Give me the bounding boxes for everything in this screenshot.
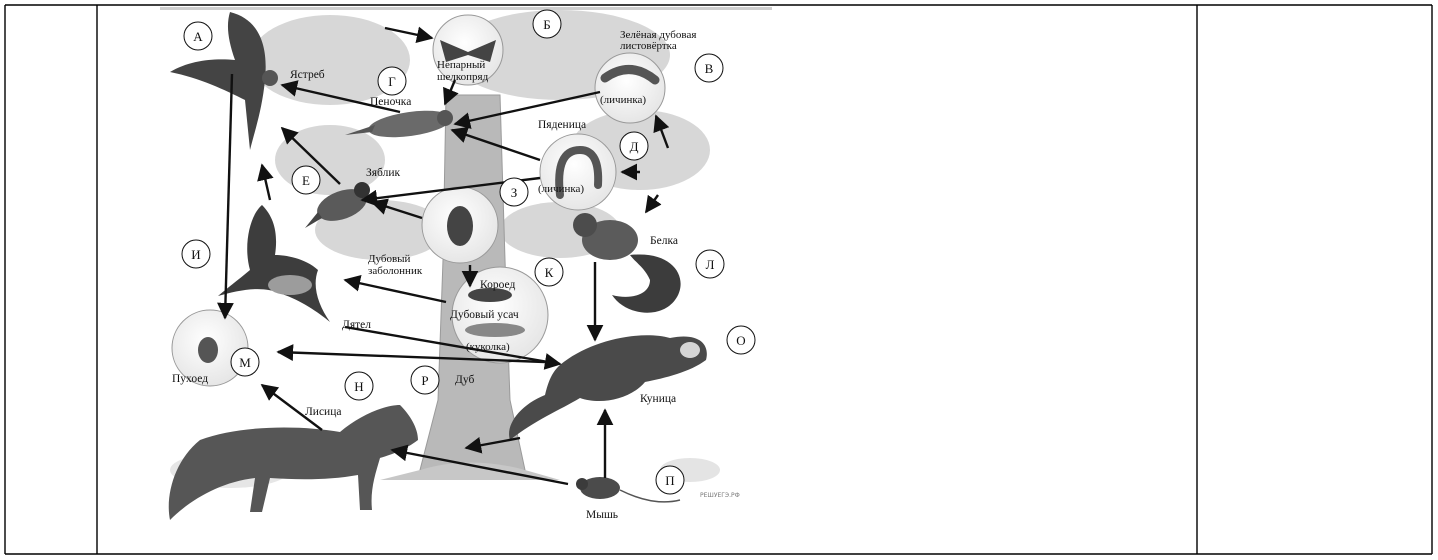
squirrel-illustration xyxy=(573,213,681,313)
svg-text:З: З xyxy=(511,185,518,200)
svg-text:В: В xyxy=(705,61,714,76)
label-inchworm-stage: (личинка) xyxy=(538,183,584,195)
fox-illustration xyxy=(169,405,418,520)
letter-marker-p: П xyxy=(656,466,684,494)
bubble-leaf-roller xyxy=(595,53,665,123)
label-woodpecker: Дятел xyxy=(342,319,371,331)
letter-marker-e: Е xyxy=(292,166,320,194)
svg-text:И: И xyxy=(191,247,200,262)
label-longhorn-beetle-stage: (куколка) xyxy=(466,341,510,353)
food-web-illustration: А Б В Г Д Е З И К Л М Н О Р П Ястреб Неп… xyxy=(160,7,772,521)
label-longhorn-beetle: Дубовый усач xyxy=(450,309,519,321)
bubble-inchworm xyxy=(540,134,616,210)
letter-marker-z: З xyxy=(500,178,528,206)
svg-text:К: К xyxy=(545,265,554,280)
letter-marker-v: В xyxy=(695,54,723,82)
letter-marker-l: Л xyxy=(696,250,724,278)
label-feather-mite: Пухоед xyxy=(172,373,208,385)
svg-text:М: М xyxy=(239,355,251,370)
letter-marker-r: Р xyxy=(411,366,439,394)
letter-marker-n: Н xyxy=(345,372,373,400)
letter-marker-o: О xyxy=(727,326,755,354)
letter-marker-k: К xyxy=(535,258,563,286)
bubble-oak-sapwood-beetle xyxy=(422,187,498,263)
marten-illustration xyxy=(509,335,707,440)
svg-text:Р: Р xyxy=(421,373,428,388)
svg-text:Б: Б xyxy=(543,17,550,32)
letter-marker-a: А xyxy=(184,22,212,50)
label-oak: Дуб xyxy=(455,374,474,386)
label-inchworm: Пяденица xyxy=(538,119,586,131)
letter-marker-d: Д xyxy=(620,132,648,160)
label-hawk: Ястреб xyxy=(290,69,325,81)
svg-text:Н: Н xyxy=(354,379,363,394)
letter-marker-m: М xyxy=(231,348,259,376)
letter-marker-g: Г xyxy=(378,67,406,95)
label-chaffinch: Зяблик xyxy=(366,167,401,179)
svg-text:Е: Е xyxy=(302,173,310,188)
label-bark-beetle: Короед xyxy=(480,279,515,291)
letter-marker-i: И xyxy=(182,240,210,268)
svg-text:Л: Л xyxy=(706,257,715,272)
label-marten: Куница xyxy=(640,393,676,405)
label-squirrel: Белка xyxy=(650,235,678,247)
svg-text:А: А xyxy=(193,29,203,44)
svg-text:П: П xyxy=(665,473,674,488)
watermark: РЕШУЕГЭ.РФ xyxy=(700,492,740,499)
letter-marker-b: Б xyxy=(533,10,561,38)
svg-text:Г: Г xyxy=(388,74,396,89)
label-leaf-roller-stage: (личинка) xyxy=(600,94,646,106)
label-warbler: Пеночка xyxy=(370,96,411,108)
svg-text:О: О xyxy=(736,333,745,348)
svg-text:Д: Д xyxy=(630,139,639,154)
label-mouse: Мышь xyxy=(586,509,618,521)
label-fox: Лисица xyxy=(305,406,341,418)
